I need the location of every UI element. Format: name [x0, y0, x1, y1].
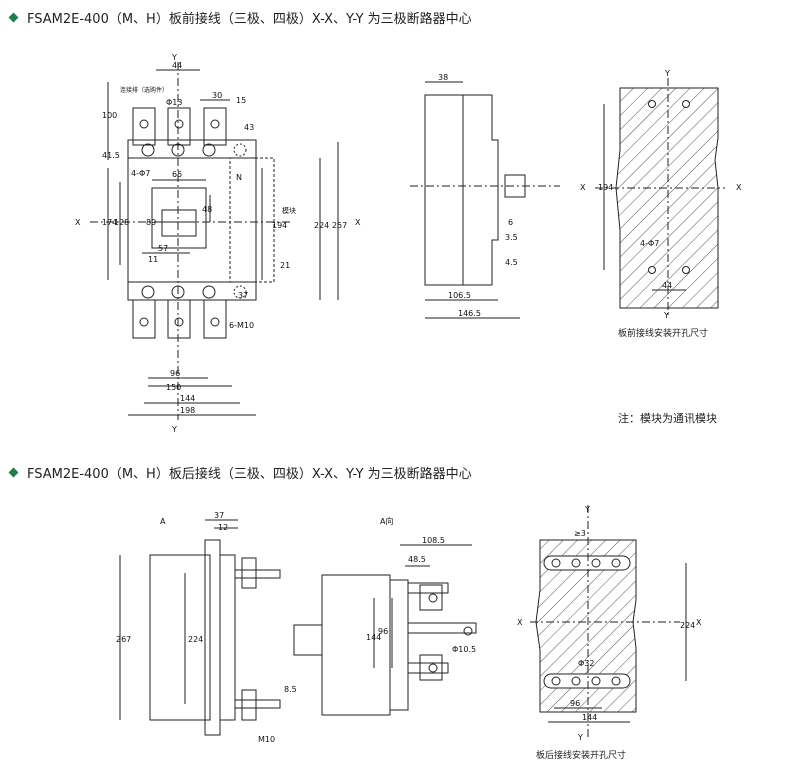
- dim-37-rear: 37: [214, 511, 224, 520]
- rear-cutout-labels: Y X X ≥3 Φ32 224 96 144 Y: [517, 505, 702, 742]
- dim-57: 57: [158, 244, 168, 253]
- label-y-bottom: Y: [171, 425, 177, 434]
- label-y-top: Y: [171, 53, 177, 62]
- a-view-labels: A向 108.5 48.5 144 96 Φ10.5: [366, 516, 476, 654]
- dim-11: 11: [148, 255, 158, 264]
- dim-3-5: 3.5: [505, 233, 518, 242]
- dim-100: 100: [102, 111, 117, 120]
- section-title-rear: FSAM2E-400（M、H）板后接线（三极、四极）X-X、Y-Y 为三极断路器…: [27, 467, 472, 482]
- dim-174: 174: [102, 218, 117, 227]
- label-x-cutout-left: X: [580, 183, 586, 192]
- front-view-drawing: [90, 62, 339, 420]
- dim-194-cutout: 194: [598, 183, 613, 192]
- label-x-right: X: [355, 218, 361, 227]
- dim-12: 12: [218, 523, 228, 532]
- label-y-cutout-bottom: Y: [663, 311, 669, 320]
- dim-224: 224: [314, 221, 329, 230]
- front-cutout-labels: Y X X 194 4-Φ7 44 Y: [580, 69, 742, 320]
- top-terminal-center: [167, 107, 191, 146]
- dim-48-5: 48.5: [408, 555, 426, 564]
- dim-43: 43: [244, 123, 254, 132]
- dim-194: 194: [272, 221, 287, 230]
- label-x-rear-left: X: [517, 618, 523, 627]
- label-a-view: A向: [380, 516, 393, 526]
- dim-15: 15: [236, 96, 246, 105]
- dim-96: 96: [170, 369, 180, 378]
- dim-106-5: 106.5: [448, 291, 471, 300]
- a-view-drawing: [293, 544, 477, 716]
- rear-side-labels: A 37 12 267 224 8.5 M10: [116, 511, 297, 744]
- dim-144-a: 144: [366, 633, 381, 642]
- top-terminal-left: [132, 107, 156, 146]
- dim-96-cutout: 96: [570, 699, 580, 708]
- label-d32: Φ32: [578, 659, 594, 668]
- label-d10-5: Φ10.5: [452, 645, 476, 654]
- dim-65: 65: [172, 170, 182, 179]
- section-header-rear: FSAM2E-400（M、H）板后接线（三极、四极）X-X、Y-Y 为三极断路器…: [8, 463, 472, 482]
- dim-144: 144: [180, 394, 195, 403]
- dim-257: 257: [332, 221, 347, 230]
- label-m10: M10: [258, 735, 275, 744]
- section-title-front: FSAM2E-400（M、H）板前接线（三极、四极）X-X、Y-Y 为三极断路器…: [27, 12, 472, 27]
- dim-48: 48: [202, 205, 212, 214]
- dim-38: 38: [438, 73, 448, 82]
- label-4-d7: 4-Φ7: [131, 169, 150, 178]
- dim-128: 128: [114, 218, 129, 227]
- dim-30: 30: [212, 91, 222, 100]
- side-view-labels: 38 6 3.5 4.5 106.5 146.5: [438, 73, 518, 318]
- top-terminal-right: [203, 107, 227, 146]
- dim-89: 89: [146, 218, 156, 227]
- dim-150: 150: [166, 383, 181, 392]
- label-4-d7-cutout: 4-Φ7: [640, 239, 659, 248]
- label-module: 模块: [282, 206, 296, 215]
- dim-224-cutout: 224: [680, 621, 695, 630]
- dim-37: 37: [238, 291, 248, 300]
- label-ge3: ≥3: [574, 529, 586, 538]
- dim-44: 44: [172, 61, 182, 70]
- dim-96-a: 96: [378, 627, 388, 636]
- dim-44-cutout: 44: [662, 281, 672, 290]
- dim-41-5: 41.5: [102, 151, 120, 160]
- label-n: N: [236, 173, 242, 182]
- note-module: 注：模块为通讯模块: [618, 412, 717, 425]
- dim-267: 267: [116, 635, 131, 644]
- label-y-rear-cutout: Y: [584, 505, 590, 514]
- caption-front-cutout: 板前接线安装开孔尺寸: [618, 329, 709, 339]
- front-view-labels: Y Y X X N 连接排（选购件） Φ13 4-Φ7 6-M10 44 30 …: [75, 53, 361, 434]
- label-y-cutout: Y: [664, 69, 670, 78]
- front-cutout-drawing: [595, 78, 725, 318]
- rear-cutout-drawing: [530, 505, 687, 740]
- section-header-front: FSAM2E-400（M、H）板前接线（三极、四极）X-X、Y-Y 为三极断路器…: [8, 8, 472, 27]
- label-d13: Φ13: [166, 98, 182, 107]
- dim-4-5: 4.5: [505, 258, 518, 267]
- dim-224-rear: 224: [188, 635, 203, 644]
- dim-21: 21: [280, 261, 290, 270]
- dim-144-cutout: 144: [582, 713, 597, 722]
- label-x-rear-right: X: [696, 618, 702, 627]
- label-6-m10: 6-M10: [229, 321, 254, 330]
- label-x-left: X: [75, 218, 81, 227]
- dim-108-5: 108.5: [422, 536, 445, 545]
- label-terminal: 连接排（选购件）: [120, 86, 168, 94]
- label-x-cutout-right: X: [736, 183, 742, 192]
- side-view-drawing: [410, 81, 560, 319]
- label-y-rear-bottom: Y: [577, 733, 583, 742]
- label-a: A: [160, 517, 166, 526]
- dim-8-5: 8.5: [284, 685, 297, 694]
- dim-198: 198: [180, 406, 195, 415]
- dim-146-5: 146.5: [458, 309, 481, 318]
- dim-6: 6: [508, 218, 513, 227]
- rear-side-drawing: [119, 519, 281, 736]
- caption-rear-cutout: 板后接线安装开孔尺寸: [536, 751, 627, 761]
